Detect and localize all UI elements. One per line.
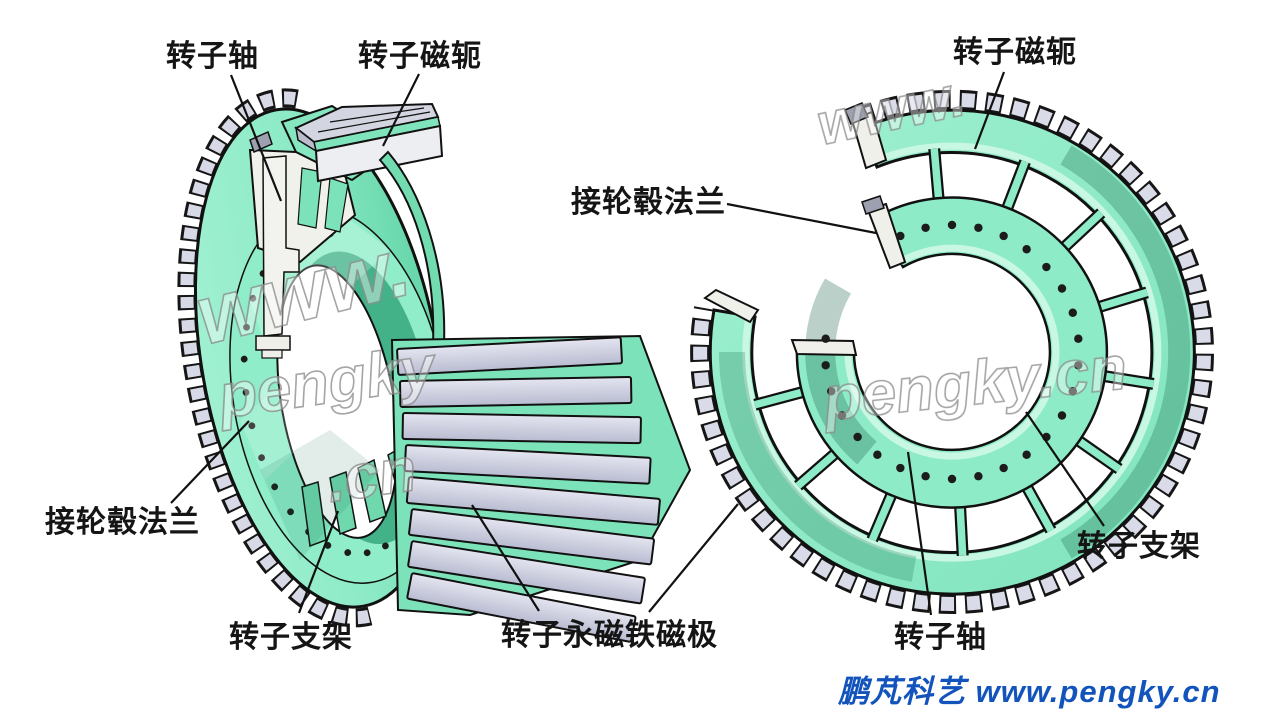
watermark-left-cn: .cn (322, 435, 420, 516)
left-magnet-stack (396, 336, 661, 643)
label-magnet-poles: 转子永磁铁磁极 (501, 619, 718, 652)
label-left-rotor-bracket: 转子支架 (229, 621, 353, 654)
leader-hub-flange-mid (726, 202, 877, 235)
right-rotor-yoke-ring (708, 108, 1196, 596)
right-bolt-holes (821, 220, 1083, 484)
leader-right-bracket (1025, 411, 1105, 527)
leader-right-rotor-yoke (973, 71, 1006, 150)
right-hub-flange-ring (795, 196, 1109, 509)
label-hub-flange-left: 接轮毂法兰 (45, 506, 200, 539)
label-right-rotor-yoke: 转子磁轭 (953, 36, 1077, 69)
leader-hub-flange-left (170, 420, 250, 504)
label-hub-flange-mid: 接轮毂法兰 (571, 186, 726, 219)
left-bracket-ribs (301, 444, 419, 548)
label-right-rotor-bracket: 转子支架 (1077, 530, 1201, 563)
branding-watermark: 鹏芃科艺 www.pengky.cn (838, 674, 1221, 709)
left-rotor-figure (177, 88, 692, 643)
label-right-rotor-shaft: 转子轴 (894, 621, 987, 654)
right-rotor-bracket-spokes (753, 148, 1155, 557)
leader-magnet-poles-left (471, 504, 540, 612)
right-rotor-figure (690, 89, 1215, 615)
leader-magnet-poles-right (648, 503, 739, 613)
label-left-rotor-shaft: 转子轴 (166, 40, 259, 73)
leader-lines (170, 71, 1105, 616)
left-yoke-bar (294, 102, 444, 183)
leader-left-rotor-shaft (229, 74, 283, 202)
leader-left-rotor-yoke (382, 73, 420, 147)
leader-right-rotor-shaft (906, 451, 933, 616)
label-left-rotor-yoke: 转子磁轭 (358, 40, 482, 73)
leader-left-bracket (297, 510, 340, 614)
